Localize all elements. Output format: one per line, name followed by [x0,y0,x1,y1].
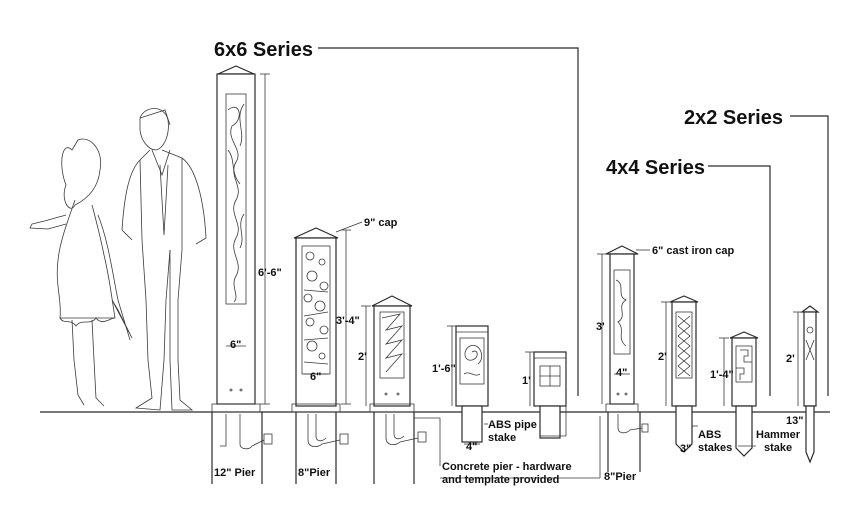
dim-2ft-c: 2' [786,353,795,365]
callout-abs-pipe-line1: ABS pipe [488,419,537,431]
series-2x2-label: 2x2 Series [684,107,783,129]
people-figure [29,108,207,411]
dimension-lines [226,73,803,445]
pier-8in-b-label: 8"Pier [604,471,637,483]
pier-concrete [373,412,427,484]
callout-concrete-line1: Concrete pier - hardware [442,461,572,473]
callout-concrete-line2: and template provided [442,474,559,486]
post-6x6-medium [291,227,341,413]
dim-13in: 13" [786,415,803,427]
series-6x6-label: 6x6 Series [214,39,313,61]
pier-8in-b [607,412,649,472]
dim-1ft: 1' [522,375,531,387]
pier-12in-label: 12" Pier [214,467,256,479]
dim-2ft-b: 2' [658,351,667,363]
bracket-2x2 [790,115,829,396]
post-2x2 [800,305,820,464]
dim-3-4: 3'-4" [336,315,360,327]
bracket-6x6 [318,47,579,396]
callout-6in-cast-iron-cap: 6" cast iron cap [652,245,735,257]
dim-4in-a: 4" [466,441,477,453]
dim-6in-a: 6" [230,339,241,351]
post-6x6-grid [533,351,567,439]
dim-1-4: 1'-4" [710,369,734,381]
pier-8in-a-label: 8"Pier [298,467,331,479]
post-4x4-short [729,331,759,457]
dim-2ft-a: 2' [358,351,367,363]
dim-4in-b: 4" [616,367,627,379]
callout-leaders [335,221,756,479]
callout-9in-cap: 9" cap [364,217,398,229]
post-4x4-tall [605,245,639,413]
dim-1-6: 1'-6" [432,363,456,375]
pier-8in-a [295,412,349,484]
post-4x4-medium [669,295,699,453]
callout-abs-stakes-line2: stakes [698,442,732,454]
post-6x6-spiral [455,325,489,443]
dim-6-6: 6'-6" [258,267,282,279]
dim-6in-b: 6" [310,371,321,383]
dim-3ft: 3' [596,321,605,333]
post-6x6-tall [211,65,261,413]
callout-abs-pipe-line2: stake [488,432,516,444]
callout-abs-stakes-line1: ABS [698,429,721,441]
callout-hammer-stake-line1: Hammer [756,429,801,441]
series-4x4-label: 4x4 Series [606,157,705,179]
post-6x6-short [369,295,415,413]
dim-3in: 3" [680,443,691,455]
pier-12in [211,412,273,484]
bracket-4x4 [708,165,771,396]
callout-hammer-stake-line2: stake [764,442,792,454]
